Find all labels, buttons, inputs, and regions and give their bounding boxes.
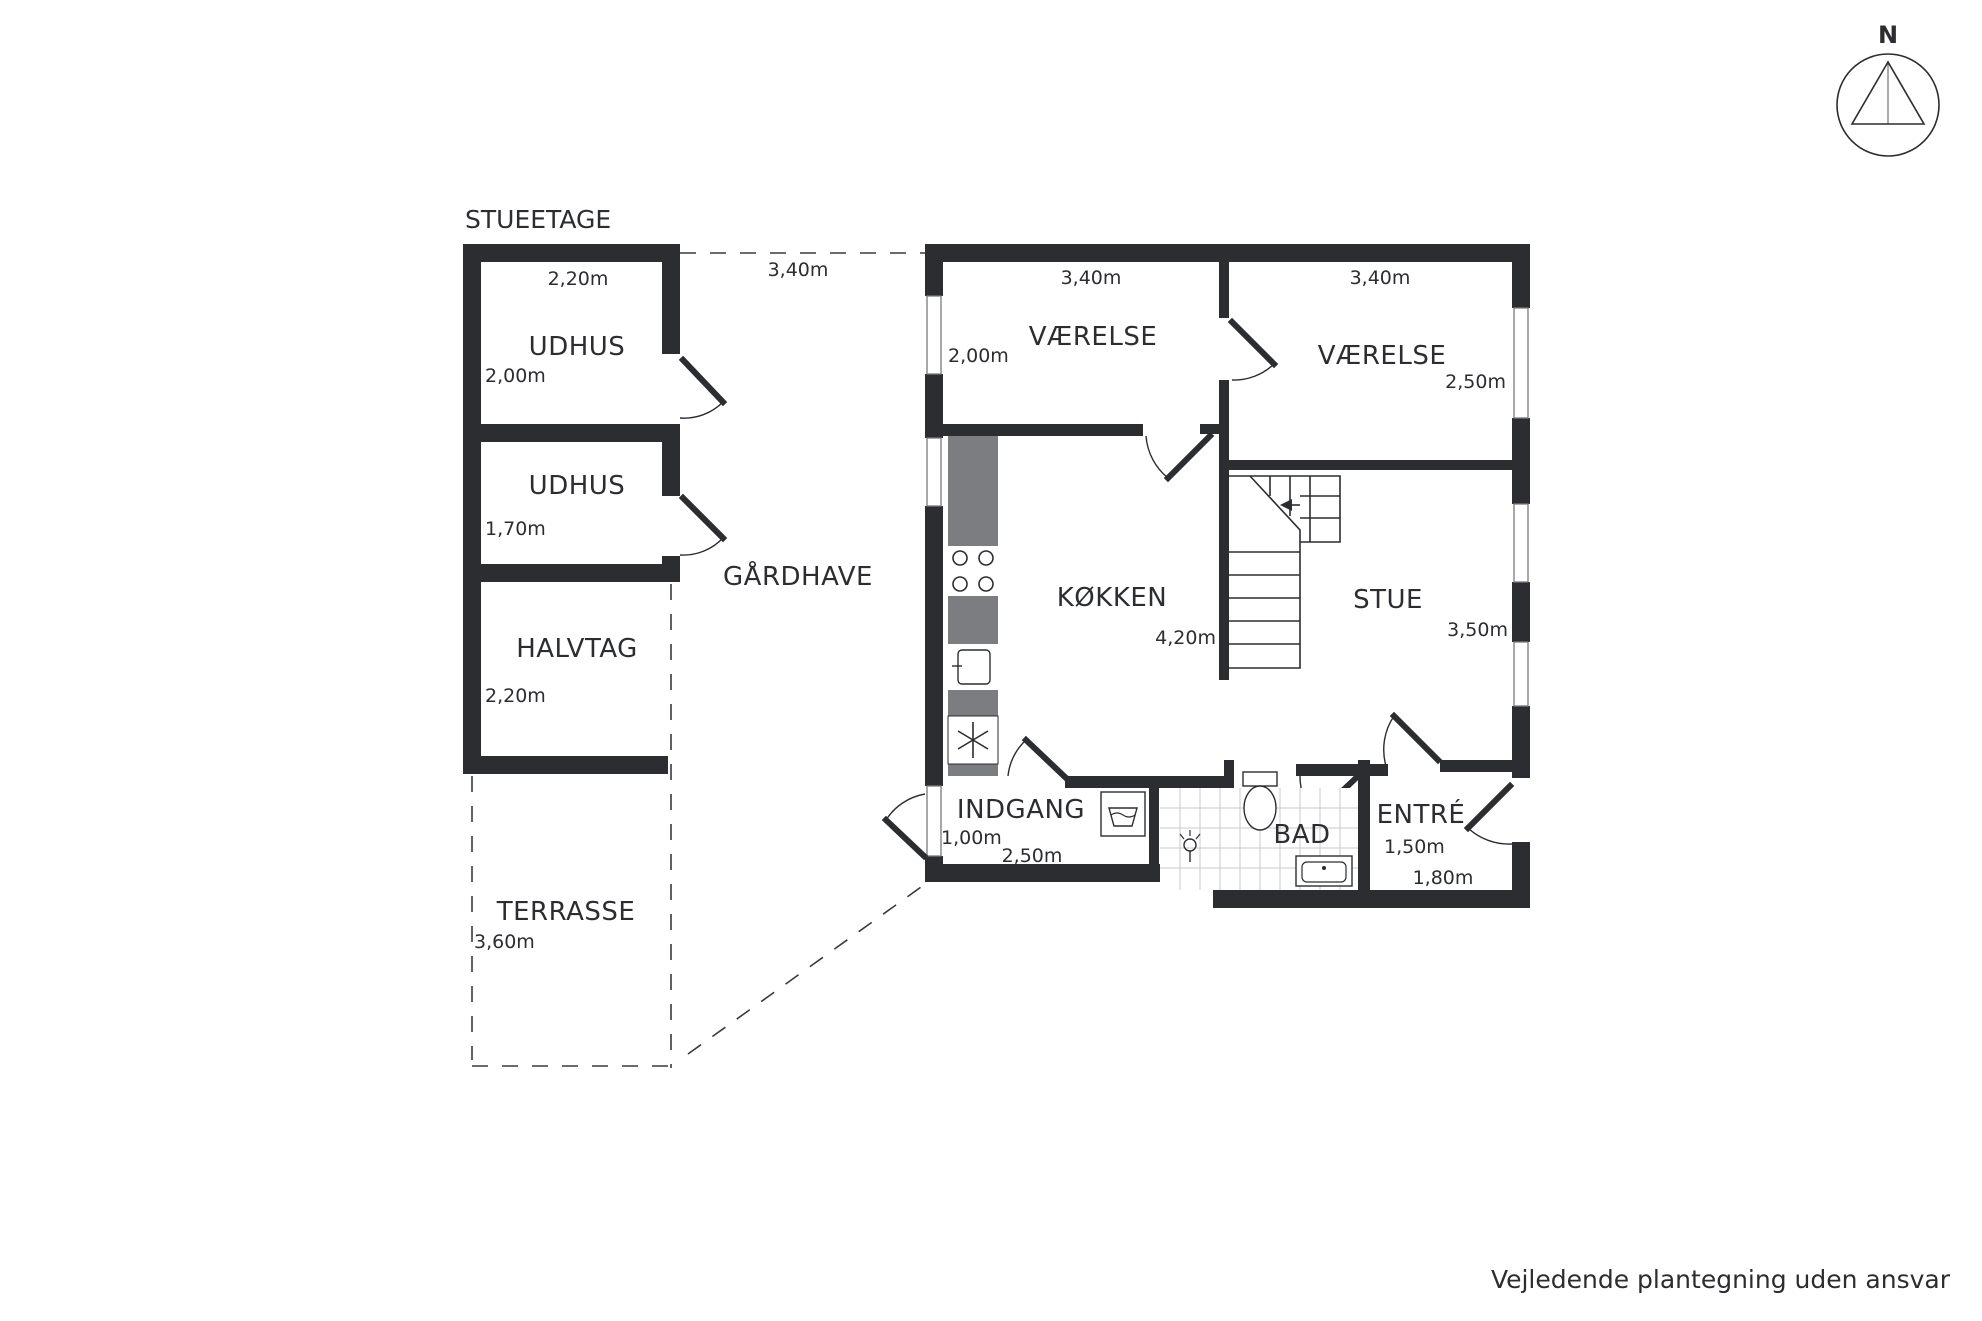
indgang-depth: 1,00m [941,827,1002,849]
halvtag-depth: 2,20m [485,685,546,707]
entre-width: 1,80m [1413,867,1474,889]
entre-exterior-door [1463,781,1515,845]
udhus-top-width: 2,20m [548,268,609,290]
vaerelse-left-name: VÆRELSE [1029,322,1158,352]
house-windows [926,295,1529,857]
open-area-outlines [471,252,929,1068]
staircase [1229,475,1341,669]
terrasse-depth: 3,60m [474,931,535,953]
entre-name: ENTRÉ [1377,798,1466,830]
stue-name: STUE [1353,585,1423,615]
stue-entre-door [1383,711,1443,767]
front-door [881,793,929,861]
indgang-name: INDGANG [957,795,1085,825]
halvtag-name: HALVTAG [516,634,638,664]
vaerelse-right-width: 3,40m [1350,267,1411,289]
udhus-top-depth: 2,00m [485,365,546,387]
outbuilding-walls [463,244,680,774]
udhus-top-door [678,355,728,419]
vaerelse-left-door [1145,431,1215,483]
bad-name: BAD [1273,820,1330,850]
freezer-icon [947,715,999,765]
gaardhave-name: GÅRDHAVE [723,560,873,592]
stove-icon [948,546,998,596]
udhus-mid-depth: 1,70m [485,518,546,540]
plan-title: STUEETAGE [465,205,611,234]
vaerelse-left-width: 3,40m [1061,267,1122,289]
udhus-mid-name: UDHUS [529,471,626,501]
vaerelse-right-name: VÆRELSE [1318,341,1447,371]
toilet-icon [1242,771,1278,831]
stue-depth: 3,50m [1447,619,1508,641]
kitchen-indgang-door [1007,735,1071,783]
vaerelse-right-door [1227,317,1279,381]
entre-depth: 1,50m [1384,836,1445,858]
terrasse-name: TERRASSE [496,897,636,927]
vaerelse-left-depth: 2,00m [948,345,1009,367]
koekken-depth: 4,20m [1155,627,1216,649]
gaardhave-width: 3,40m [768,259,829,281]
bathroom-sink-icon [1295,855,1353,887]
udhus-mid-door [678,493,728,556]
kitchen-sink-icon [948,644,998,690]
shower-drain-icon [1179,830,1201,862]
disclaimer-note: Vejledende plantegning uden ansvar [1491,1265,1951,1294]
compass-north-label: N [1878,21,1898,49]
stair-arrow-icon [1280,499,1300,511]
indgang-width: 2,50m [1002,845,1063,867]
udhus-top-name: UDHUS [529,332,626,362]
vaerelse-right-depth: 2,50m [1445,371,1506,393]
koekken-name: KØKKEN [1057,583,1168,613]
compass-icon: N [1836,21,1940,157]
washing-machine-icon [1100,791,1146,837]
